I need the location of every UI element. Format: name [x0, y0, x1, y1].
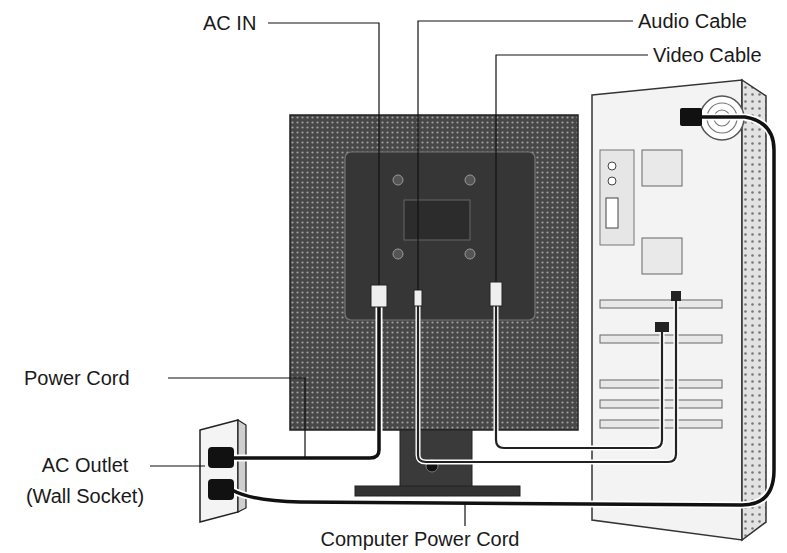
video-port	[655, 322, 669, 332]
callout-label: Video Cable	[653, 40, 783, 71]
monitor-stand	[400, 430, 472, 488]
drive-cover	[642, 238, 682, 274]
video-cable	[496, 306, 662, 448]
leader-line	[464, 504, 465, 526]
vesa-hole	[465, 175, 475, 185]
io-port-area	[600, 150, 634, 245]
ps2-port	[608, 177, 616, 185]
callout-label: AC IN	[203, 8, 273, 39]
monitor-base	[355, 486, 520, 496]
leader-line	[418, 21, 633, 290]
monitor-label-plate	[404, 200, 470, 240]
power-inlet-plug	[680, 108, 702, 126]
cable-halo	[496, 306, 662, 448]
computer-side-panel	[742, 80, 766, 540]
monitor-panel	[345, 152, 535, 320]
computer-back-panel	[592, 80, 742, 540]
expansion-slot	[600, 300, 722, 308]
vesa-hole	[393, 175, 403, 185]
leader-line	[268, 23, 379, 285]
ps2-port	[608, 162, 616, 170]
leader-line	[150, 465, 205, 466]
leader-line	[168, 378, 305, 458]
callout-label: Computer Power Cord	[300, 524, 540, 553]
cable-halo	[418, 301, 676, 462]
monitor-back	[290, 115, 578, 430]
outlet-plug	[208, 447, 234, 468]
audio-plug	[414, 290, 422, 306]
serial-port	[606, 198, 618, 228]
video-plug	[490, 282, 502, 306]
wall-outlet	[200, 420, 238, 522]
audio-port	[671, 291, 681, 301]
callout-label: Audio Cable	[638, 6, 783, 37]
ac-in-plug	[371, 285, 387, 307]
callout-label: AC Outlet (Wall Socket)	[20, 450, 150, 512]
outlet-plug	[208, 479, 234, 500]
computer-power-cord	[232, 117, 774, 505]
cable-halo	[232, 117, 774, 505]
drive-cover	[642, 150, 682, 186]
vesa-hole	[393, 249, 403, 259]
callout-label: Power Cord	[24, 363, 174, 394]
vesa-hole	[465, 249, 475, 259]
leader-line	[496, 55, 648, 282]
audio-cable	[418, 301, 676, 462]
